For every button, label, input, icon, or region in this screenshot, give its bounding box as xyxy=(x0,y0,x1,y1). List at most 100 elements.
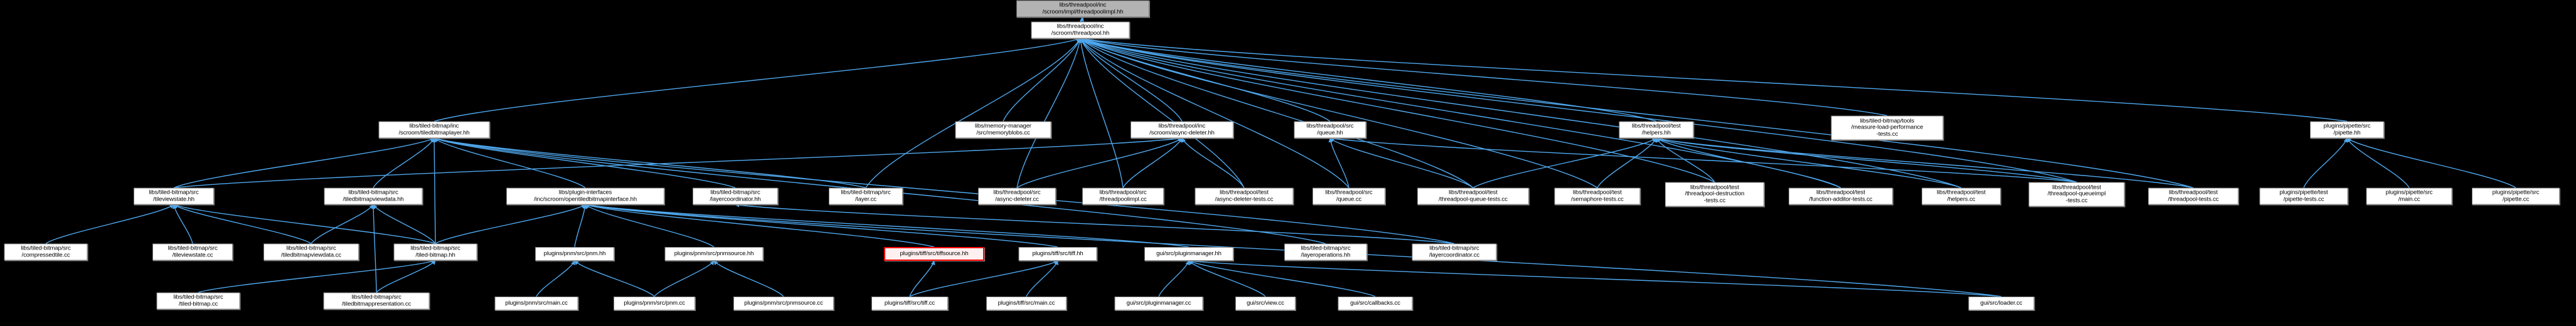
graph-edge xyxy=(434,37,1081,122)
graph-node[interactable]: libs/tiled-bitmap/src /layercoordinator.… xyxy=(693,187,778,205)
graph-edge xyxy=(2346,137,2516,189)
graph-edge xyxy=(1016,38,1082,188)
graph-edge xyxy=(311,204,374,244)
graph-node[interactable]: plugins/pnm/src/pnmsource.hh xyxy=(664,247,764,261)
graph-edge xyxy=(713,260,784,297)
graph-edge xyxy=(2346,137,2410,188)
graph-node[interactable]: libs/threadpool/inc /scroom/impl/threadp… xyxy=(1016,0,1149,18)
graph-edge xyxy=(173,136,1183,189)
graph-node[interactable]: libs/threadpool/test /threadpool-destruc… xyxy=(1665,182,1764,207)
graph-node[interactable]: libs/threadpool/src /queue.hh xyxy=(1294,121,1366,139)
graph-edge xyxy=(536,260,575,297)
graph-node[interactable]: libs/threadpool/test /semaphore-tests.cc xyxy=(1554,187,1641,205)
graph-node[interactable]: gui/src/loader.cc xyxy=(1968,297,2035,310)
graph-edge xyxy=(909,260,935,297)
graph-edge xyxy=(654,260,715,297)
graph-node[interactable]: plugins/tiff/src/tiff.cc xyxy=(871,297,948,310)
graph-node[interactable]: libs/tiled-bitmap/src /tiledbitmappresen… xyxy=(323,292,430,310)
graph-node[interactable]: libs/threadpool/test /helpers.hh xyxy=(1619,121,1694,139)
graph-edge xyxy=(373,204,436,244)
graph-edge xyxy=(1080,38,1245,188)
graph-edge xyxy=(434,137,866,189)
graph-edge xyxy=(434,137,736,189)
graph-node[interactable]: libs/tiled-bitmap/src /tiledbitmapviewda… xyxy=(324,187,423,205)
graph-edge xyxy=(173,137,435,189)
graph-node[interactable]: libs/tiled-bitmap/tools /measure-load-pe… xyxy=(1831,115,1944,140)
graph-node[interactable]: plugins/tiff/src/tiffsource.hh xyxy=(884,247,984,261)
graph-edge xyxy=(1188,259,2002,297)
graph-node[interactable]: libs/tiled-bitmap/src /tileviewstate.cc xyxy=(152,243,233,261)
graph-edge xyxy=(373,137,435,188)
graph-edge xyxy=(434,137,1455,244)
graph-edge xyxy=(1329,137,1474,189)
graph-node[interactable]: libs/threadpool/inc /scroom/threadpool.h… xyxy=(1031,21,1130,39)
graph-edge xyxy=(45,204,174,244)
graph-node[interactable]: gui/src/callbacks.cc xyxy=(1338,297,1413,310)
graph-edge xyxy=(585,203,935,248)
graph-node[interactable]: libs/tiled-bitmap/src /tiled-bitmap.cc xyxy=(156,292,240,310)
graph-edge xyxy=(1080,37,1888,117)
graph-node[interactable]: libs/tiled-bitmap/src /tiledbitmapviewda… xyxy=(263,243,359,261)
graph-node[interactable]: libs/memory-manager /src/memoryblobs.cc xyxy=(955,121,1051,139)
graph-edge xyxy=(1656,137,1841,189)
graph-edge xyxy=(1080,38,1349,188)
graph-edge xyxy=(1003,38,1081,122)
graph-edge xyxy=(1188,260,1266,297)
graph-node[interactable]: libs/tiled-bitmap/src /compressedtile.cc xyxy=(4,243,88,261)
graph-edge xyxy=(574,204,587,248)
graph-node[interactable]: gui/src/view.cc xyxy=(1235,297,1296,310)
graph-edge xyxy=(198,260,436,293)
graph-edge xyxy=(1080,38,1962,189)
graph-edge xyxy=(585,203,1190,248)
graph-node[interactable]: plugins/pipette/src /pipette.cc xyxy=(2472,187,2560,205)
graph-edge xyxy=(434,137,586,189)
graph-edge xyxy=(376,260,436,293)
graph-edge xyxy=(2303,137,2348,188)
graph-node[interactable]: libs/tiled-bitmap/src /layercoordinator.… xyxy=(1412,243,1497,261)
graph-edge xyxy=(1080,37,2194,189)
graph-node[interactable]: plugins/pipette/test /pipette-tests.cc xyxy=(2259,187,2348,205)
graph-node[interactable]: libs/tiled-bitmap/inc /scroom/tiledbitma… xyxy=(378,121,490,139)
graph-node[interactable]: libs/threadpool/inc /scroom/async-delete… xyxy=(1131,121,1233,139)
graph-node[interactable]: libs/threadpool/test /threadpool-queue-t… xyxy=(1417,187,1529,205)
graph-edge xyxy=(1078,38,1124,188)
graph-node[interactable]: libs/tiled-bitmap/src /layer.cc xyxy=(829,187,903,205)
graph-node[interactable]: libs/threadpool/test /function-additor-t… xyxy=(1789,187,1893,205)
graph-node[interactable]: libs/threadpool/src /threadpoolimpl.cc xyxy=(1082,187,1164,205)
graph-edge xyxy=(1016,137,1183,189)
graph-node[interactable]: libs/threadpool/test /threadpool-tests.c… xyxy=(2148,187,2238,205)
graph-node[interactable]: plugins/pnm/src/pnm.hh xyxy=(535,247,614,261)
graph-edge xyxy=(1080,38,1657,122)
graph-edge xyxy=(1080,38,2077,183)
graph-edge xyxy=(1080,38,1715,183)
graph-node[interactable]: libs/plugin-interfaces /inc/scroom/opent… xyxy=(506,187,664,205)
graph-node[interactable]: plugins/pnm/src/pnmsource.cc xyxy=(733,297,834,310)
graph-node[interactable]: plugins/pnm/src/pnm.cc xyxy=(614,297,695,310)
graph-edge xyxy=(1026,260,1059,297)
graph-node[interactable]: gui/src/pluginmanager.cc xyxy=(1114,297,1203,310)
graph-edge xyxy=(1472,137,1657,189)
graph-node[interactable]: libs/threadpool/src /async-deleter.cc xyxy=(978,187,1056,205)
graph-node[interactable]: libs/threadpool/src /queue.cc xyxy=(1312,187,1385,205)
graph-edge xyxy=(1080,38,1474,189)
graph-node[interactable]: plugins/tiff/src/tiff.hh xyxy=(1018,247,1097,261)
graph-node[interactable]: plugins/pipette/src /main.cc xyxy=(2366,187,2452,205)
graph-node[interactable]: libs/tiled-bitmap/src /tiled-bitmap.hh xyxy=(393,243,477,261)
graph-edge xyxy=(173,204,312,244)
graph-node[interactable]: libs/tiled-bitmap/src /layeroperations.h… xyxy=(1284,243,1367,261)
graph-node[interactable]: plugins/tiff/src/main.cc xyxy=(986,297,1067,310)
graph-edge xyxy=(865,38,1081,188)
graph-edge xyxy=(1656,137,2077,183)
graph-node[interactable]: libs/threadpool/test /helpers.cc xyxy=(1922,187,2001,205)
graph-node[interactable]: libs/threadpool/test /async-deleter-test… xyxy=(1195,187,1294,205)
graph-edge xyxy=(1656,137,1715,182)
graph-node[interactable]: gui/src/pluginmanager.hh xyxy=(1144,247,1233,261)
graph-edge xyxy=(1329,136,2077,183)
graph-edge xyxy=(585,204,715,248)
graph-edge xyxy=(173,204,436,244)
graph-node[interactable]: libs/threadpool/test /threadpool-queueim… xyxy=(2028,182,2125,207)
graph-node[interactable]: libs/tiled-bitmap/src /tileviewstate.hh xyxy=(134,187,214,205)
graph-node[interactable]: plugins/pnm/src/main.cc xyxy=(494,297,578,310)
graph-edge xyxy=(1080,38,1598,189)
graph-node[interactable]: plugins/pipette/src /pipette.hh xyxy=(2310,121,2384,139)
